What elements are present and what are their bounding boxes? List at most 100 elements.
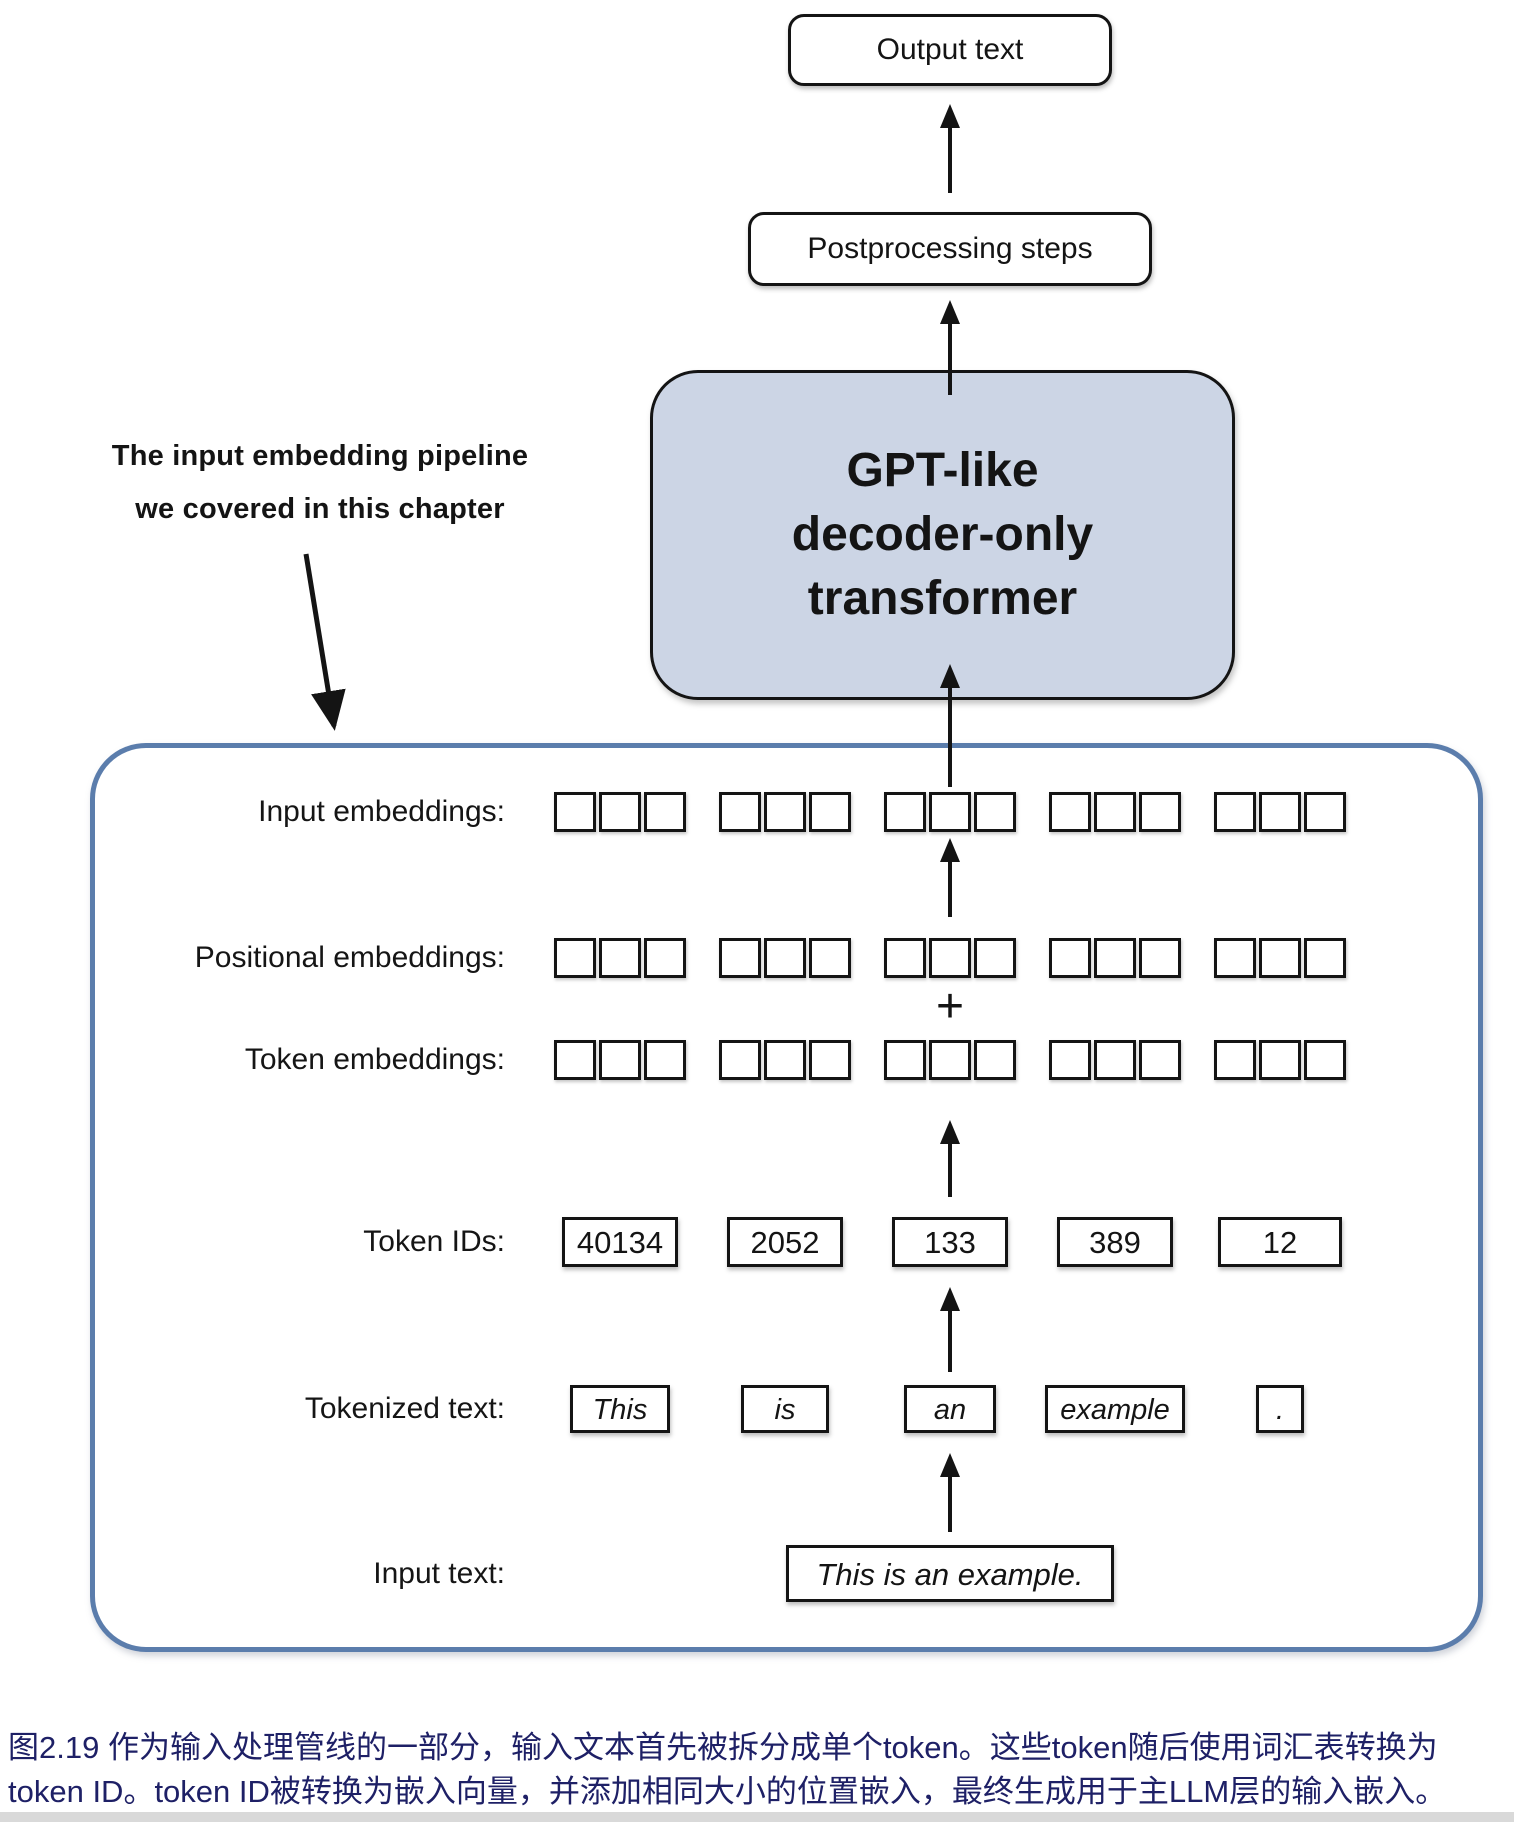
embedding-vector-group bbox=[1045, 792, 1185, 832]
embedding-dim-square bbox=[1094, 1040, 1136, 1080]
caption-line2: token ID。token ID被转换为嵌入向量，并添加相同大小的位置嵌入，最… bbox=[8, 1774, 1447, 1809]
plus-sign: + bbox=[935, 980, 965, 1033]
embedding-dim-square bbox=[1214, 1040, 1256, 1080]
embedding-dim-square bbox=[809, 792, 851, 832]
label-positional-embeddings: Positional embeddings: bbox=[194, 941, 505, 974]
embedding-dim-square bbox=[974, 792, 1016, 832]
embedding-vector-group bbox=[880, 792, 1020, 832]
flow-arrow-postprocessing-to-output bbox=[938, 104, 962, 193]
gpt-box-line2: decoder-only bbox=[791, 508, 1094, 561]
flow-arrow-tokenids-to-token-embeddings bbox=[938, 1120, 962, 1197]
token-box: is bbox=[741, 1385, 829, 1433]
embedding-dim-square bbox=[929, 938, 971, 978]
embedding-dim-square bbox=[554, 792, 596, 832]
output-text-box: Output text bbox=[788, 14, 1112, 86]
embedding-dim-square bbox=[719, 938, 761, 978]
embedding-dim-square bbox=[554, 938, 596, 978]
embedding-dim-square bbox=[974, 938, 1016, 978]
embedding-dim-square bbox=[974, 1040, 1016, 1080]
token-embeddings-row bbox=[0, 1040, 1514, 1080]
arrow-up-icon bbox=[940, 838, 960, 862]
embedding-dim-square bbox=[719, 792, 761, 832]
input-embeddings-row bbox=[0, 792, 1514, 832]
token-box: an bbox=[904, 1385, 996, 1433]
arrow-up-icon bbox=[940, 1120, 960, 1144]
gpt-box-line3: transformer bbox=[807, 572, 1078, 625]
label-input-text: Input text: bbox=[373, 1557, 505, 1590]
positional-embeddings-row bbox=[0, 938, 1514, 978]
embedding-dim-square bbox=[884, 792, 926, 832]
embedding-dim-square bbox=[929, 1040, 971, 1080]
label-input-embeddings: Input embeddings: bbox=[258, 795, 505, 828]
embedding-vector-group bbox=[1210, 1040, 1350, 1080]
token-box: This bbox=[570, 1385, 670, 1433]
embedding-vector-group bbox=[1045, 1040, 1185, 1080]
embedding-vector-group bbox=[715, 938, 855, 978]
embedding-dim-square bbox=[644, 792, 686, 832]
arrow-up-icon bbox=[940, 104, 960, 128]
embedding-vector-group bbox=[880, 938, 1020, 978]
embedding-vector-group bbox=[550, 792, 690, 832]
flow-arrow-positional-to-input-embeddings bbox=[938, 838, 962, 917]
caption-line1: 图2.19 作为输入处理管线的一部分，输入文本首先被拆分成单个token。这些t… bbox=[8, 1730, 1438, 1765]
embedding-vector-group bbox=[880, 1040, 1020, 1080]
embedding-dim-square bbox=[599, 1040, 641, 1080]
embedding-dim-square bbox=[554, 1040, 596, 1080]
flow-arrow-gpt-to-postprocessing bbox=[938, 300, 962, 395]
arrow-up-icon bbox=[940, 664, 960, 688]
token-id-box: 40134 bbox=[562, 1217, 678, 1267]
embedding-vector-group bbox=[1210, 938, 1350, 978]
embedding-dim-square bbox=[929, 792, 971, 832]
flow-arrow-inputtext-to-tokenized bbox=[938, 1453, 962, 1532]
gpt-box-line1: GPT-like bbox=[846, 444, 1039, 497]
embedding-dim-square bbox=[719, 1040, 761, 1080]
embedding-dim-square bbox=[1259, 792, 1301, 832]
embedding-dim-square bbox=[1049, 1040, 1091, 1080]
label-token-ids: Token IDs: bbox=[363, 1225, 505, 1258]
embedding-dim-square bbox=[764, 1040, 806, 1080]
arrow-up-icon bbox=[940, 1287, 960, 1311]
embedding-dim-square bbox=[1214, 792, 1256, 832]
token-id-box: 133 bbox=[892, 1217, 1008, 1267]
flow-arrow-tokenized-to-tokenids bbox=[938, 1287, 962, 1372]
pipeline-container bbox=[90, 743, 1483, 1652]
annotation-line2: we covered in this chapter bbox=[135, 493, 505, 525]
figure-caption: 图2.19 作为输入处理管线的一部分，输入文本首先被拆分成单个token。这些t… bbox=[8, 1726, 1510, 1814]
annotation-arrow bbox=[303, 553, 346, 731]
token-id-box: 2052 bbox=[727, 1217, 843, 1267]
token-id-box: 389 bbox=[1057, 1217, 1173, 1267]
output-text-label: Output text bbox=[876, 33, 1024, 66]
embedding-dim-square bbox=[599, 938, 641, 978]
embedding-dim-square bbox=[1304, 938, 1346, 978]
token-box: example bbox=[1045, 1385, 1185, 1433]
arrow-up-icon bbox=[940, 300, 960, 324]
tokenized-text-row: This is an example . bbox=[0, 1385, 1514, 1433]
embedding-vector-group bbox=[1045, 938, 1185, 978]
postprocessing-label: Postprocessing steps bbox=[807, 232, 1093, 265]
embedding-dim-square bbox=[1139, 938, 1181, 978]
embedding-dim-square bbox=[1259, 1040, 1301, 1080]
token-ids-row: 40134 2052 133 389 12 bbox=[0, 1217, 1514, 1267]
embedding-dim-square bbox=[1139, 1040, 1181, 1080]
label-tokenized-text: Tokenized text: bbox=[304, 1392, 505, 1425]
embedding-dim-square bbox=[599, 792, 641, 832]
embedding-dim-square bbox=[1259, 938, 1301, 978]
embedding-vector-group bbox=[550, 938, 690, 978]
input-text-box: This is an example. bbox=[786, 1545, 1114, 1602]
embedding-dim-square bbox=[1049, 938, 1091, 978]
embedding-dim-square bbox=[1139, 792, 1181, 832]
gpt-transformer-box: GPT-like decoder-only transformer bbox=[650, 370, 1235, 700]
embedding-dim-square bbox=[809, 1040, 851, 1080]
embedding-dim-square bbox=[884, 938, 926, 978]
embedding-dim-square bbox=[1214, 938, 1256, 978]
bottom-gray-bar bbox=[0, 1812, 1514, 1822]
embedding-dim-square bbox=[1094, 792, 1136, 832]
embedding-vector-group bbox=[550, 1040, 690, 1080]
embedding-dim-square bbox=[764, 792, 806, 832]
token-box: . bbox=[1256, 1385, 1304, 1433]
embedding-vector-group bbox=[715, 1040, 855, 1080]
embedding-dim-square bbox=[1094, 938, 1136, 978]
flow-arrow-embeddings-to-gpt bbox=[938, 664, 962, 787]
annotation-note: The input embedding pipeline we covered … bbox=[85, 430, 555, 536]
